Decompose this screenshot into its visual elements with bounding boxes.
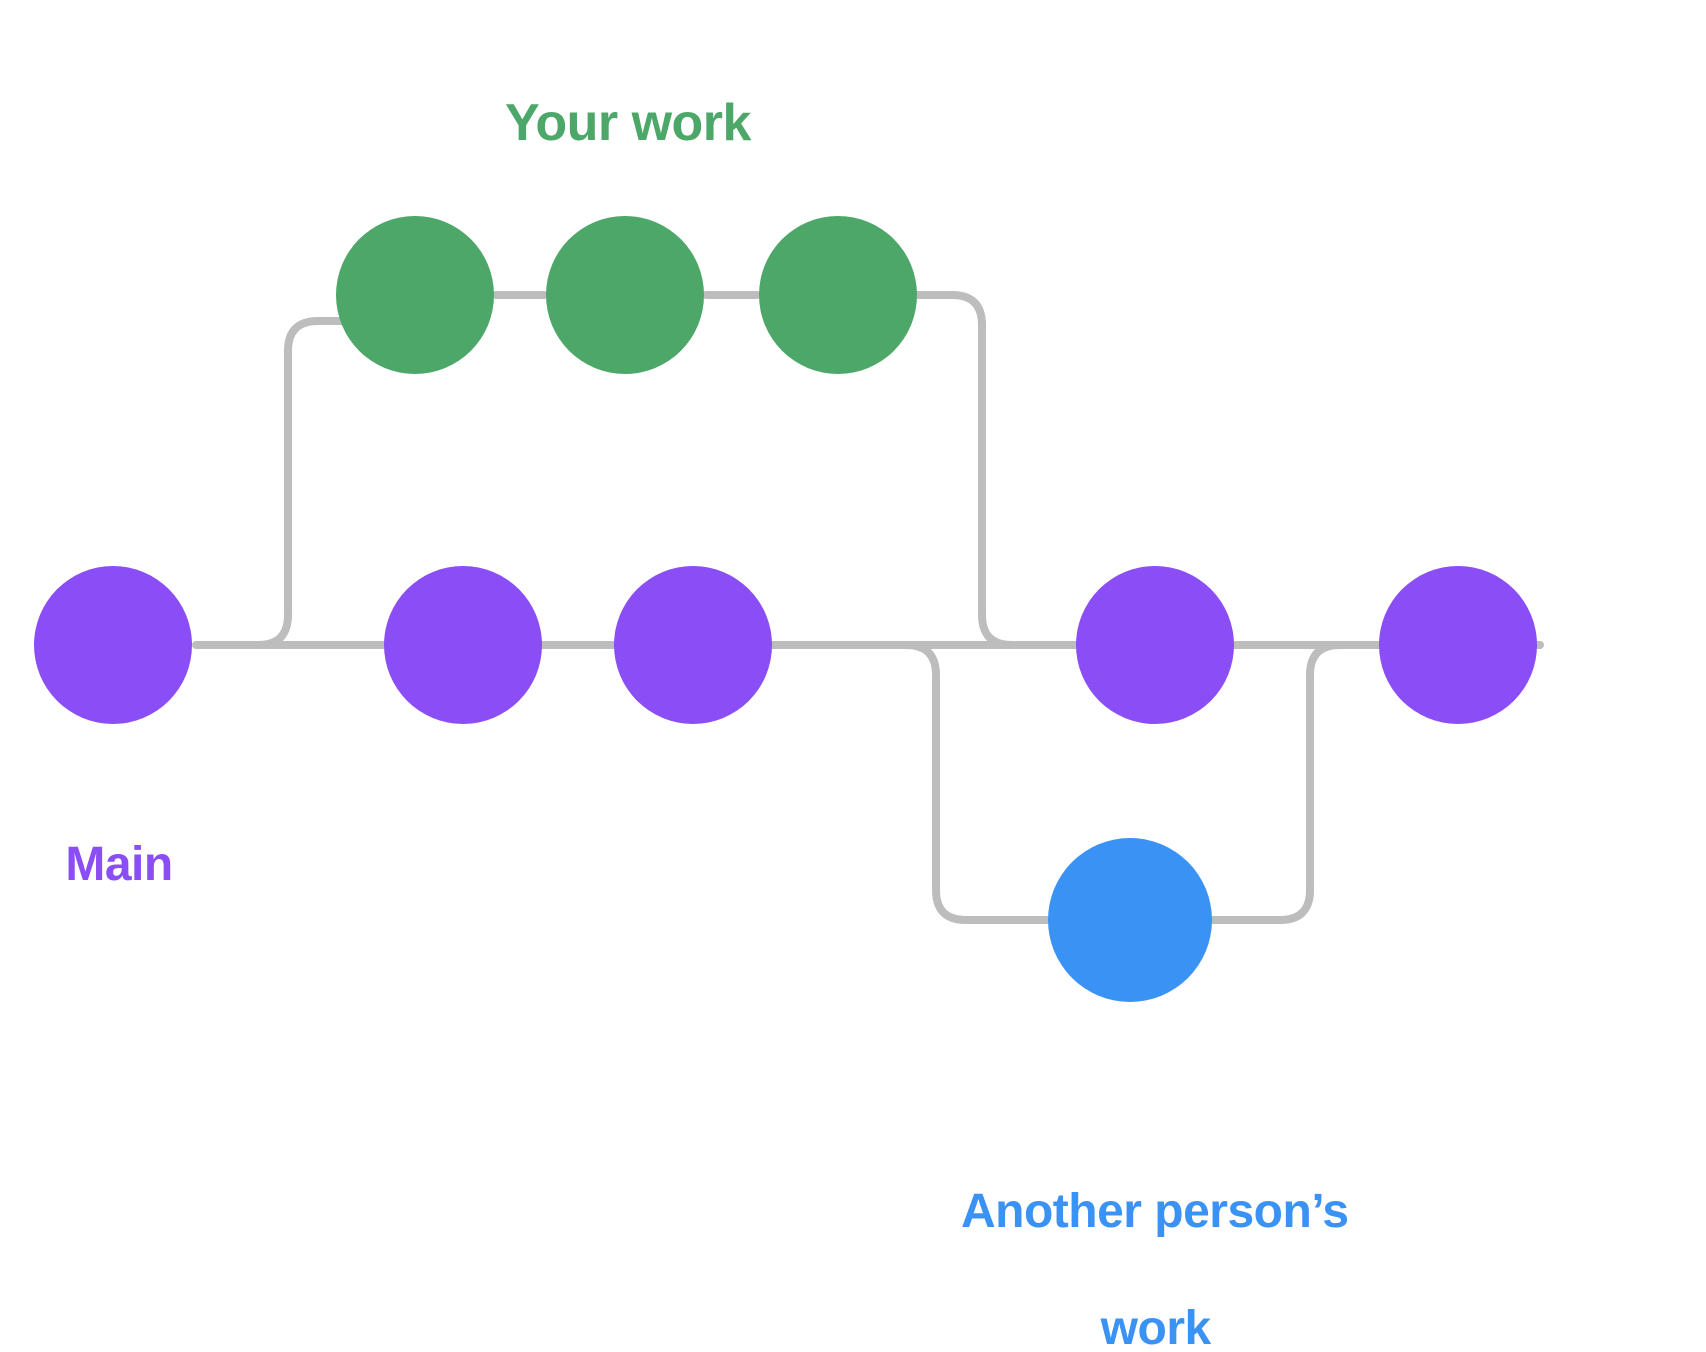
commit-node-main-3[interactable] xyxy=(614,566,772,724)
commit-node-main-1[interactable] xyxy=(34,566,192,724)
connector-branch-out-to-your-work xyxy=(254,317,346,649)
connector-branch-out-to-other-work xyxy=(770,641,1052,924)
commit-node-another-person-work-1[interactable] xyxy=(1048,838,1212,1002)
branch-label-another-person-work-line1: Another person’s xyxy=(960,1184,1349,1238)
connector-merge-other-work-to-main xyxy=(1208,641,1383,924)
branch-label-main: Main xyxy=(65,838,173,891)
branch-label-your-work: Your work xyxy=(505,94,751,152)
commit-node-main-4[interactable] xyxy=(1076,566,1234,724)
branch-label-another-person-work-line2: work xyxy=(1100,1301,1212,1352)
connector-merge-your-work-to-main xyxy=(911,291,1080,649)
commit-node-your-work-1[interactable] xyxy=(336,216,494,374)
commit-node-main-5[interactable] xyxy=(1379,566,1537,724)
commit-node-your-work-3[interactable] xyxy=(759,216,917,374)
branch-label-another-person-work: Another person’s work xyxy=(830,1124,1430,1352)
commit-node-your-work-2[interactable] xyxy=(546,216,704,374)
commit-nodes xyxy=(34,216,1537,1002)
commit-node-main-2[interactable] xyxy=(384,566,542,724)
